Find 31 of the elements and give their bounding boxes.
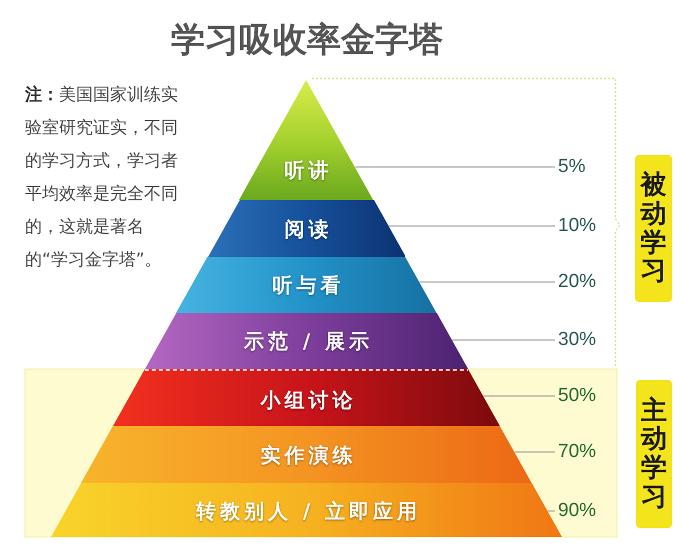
percentage-label: 20% [558, 271, 596, 293]
tier-label: 转教别人 / 立即应用 [194, 499, 422, 523]
pyramid-tier [113, 369, 500, 426]
tier-label: 听讲 [283, 158, 332, 182]
leader-line [355, 166, 555, 168]
category-tag [636, 380, 672, 528]
tier-label: 阅读 [283, 217, 332, 241]
percentage-label: 50% [558, 385, 596, 407]
leader-line [388, 225, 555, 227]
pyramid-tier [81, 426, 532, 483]
note-text: 注：美国国家训练实验室研究证实，不同的学习方式，学习者平均效率是完全不同的，这就是著名的“学习金字塔”。 [25, 84, 179, 272]
category-tag [635, 155, 672, 302]
diagram-title: 学习吸收率金字塔 [171, 20, 443, 60]
percentage-label: 5% [558, 156, 586, 178]
pyramid-tier [176, 257, 437, 313]
tier-label: 听与看 [271, 273, 344, 297]
tier-label: 小组讨论 [259, 388, 356, 412]
percentage-label: 70% [558, 441, 596, 463]
pyramid-tier [239, 80, 374, 200]
tier-label: 实作演练 [259, 443, 356, 467]
percentage-label: 30% [558, 329, 596, 351]
category-label: 被动学习 [640, 171, 666, 286]
leader-line [514, 451, 555, 453]
leader-line [419, 281, 555, 283]
percentage-label: 90% [558, 500, 596, 522]
category-label: 主动学习 [641, 396, 667, 512]
leader-line [483, 395, 555, 397]
percentage-label: 10% [558, 215, 596, 237]
pyramid-tier [208, 200, 406, 257]
tier-label: 示范 / 展示 [242, 329, 374, 353]
leader-line [452, 339, 555, 341]
